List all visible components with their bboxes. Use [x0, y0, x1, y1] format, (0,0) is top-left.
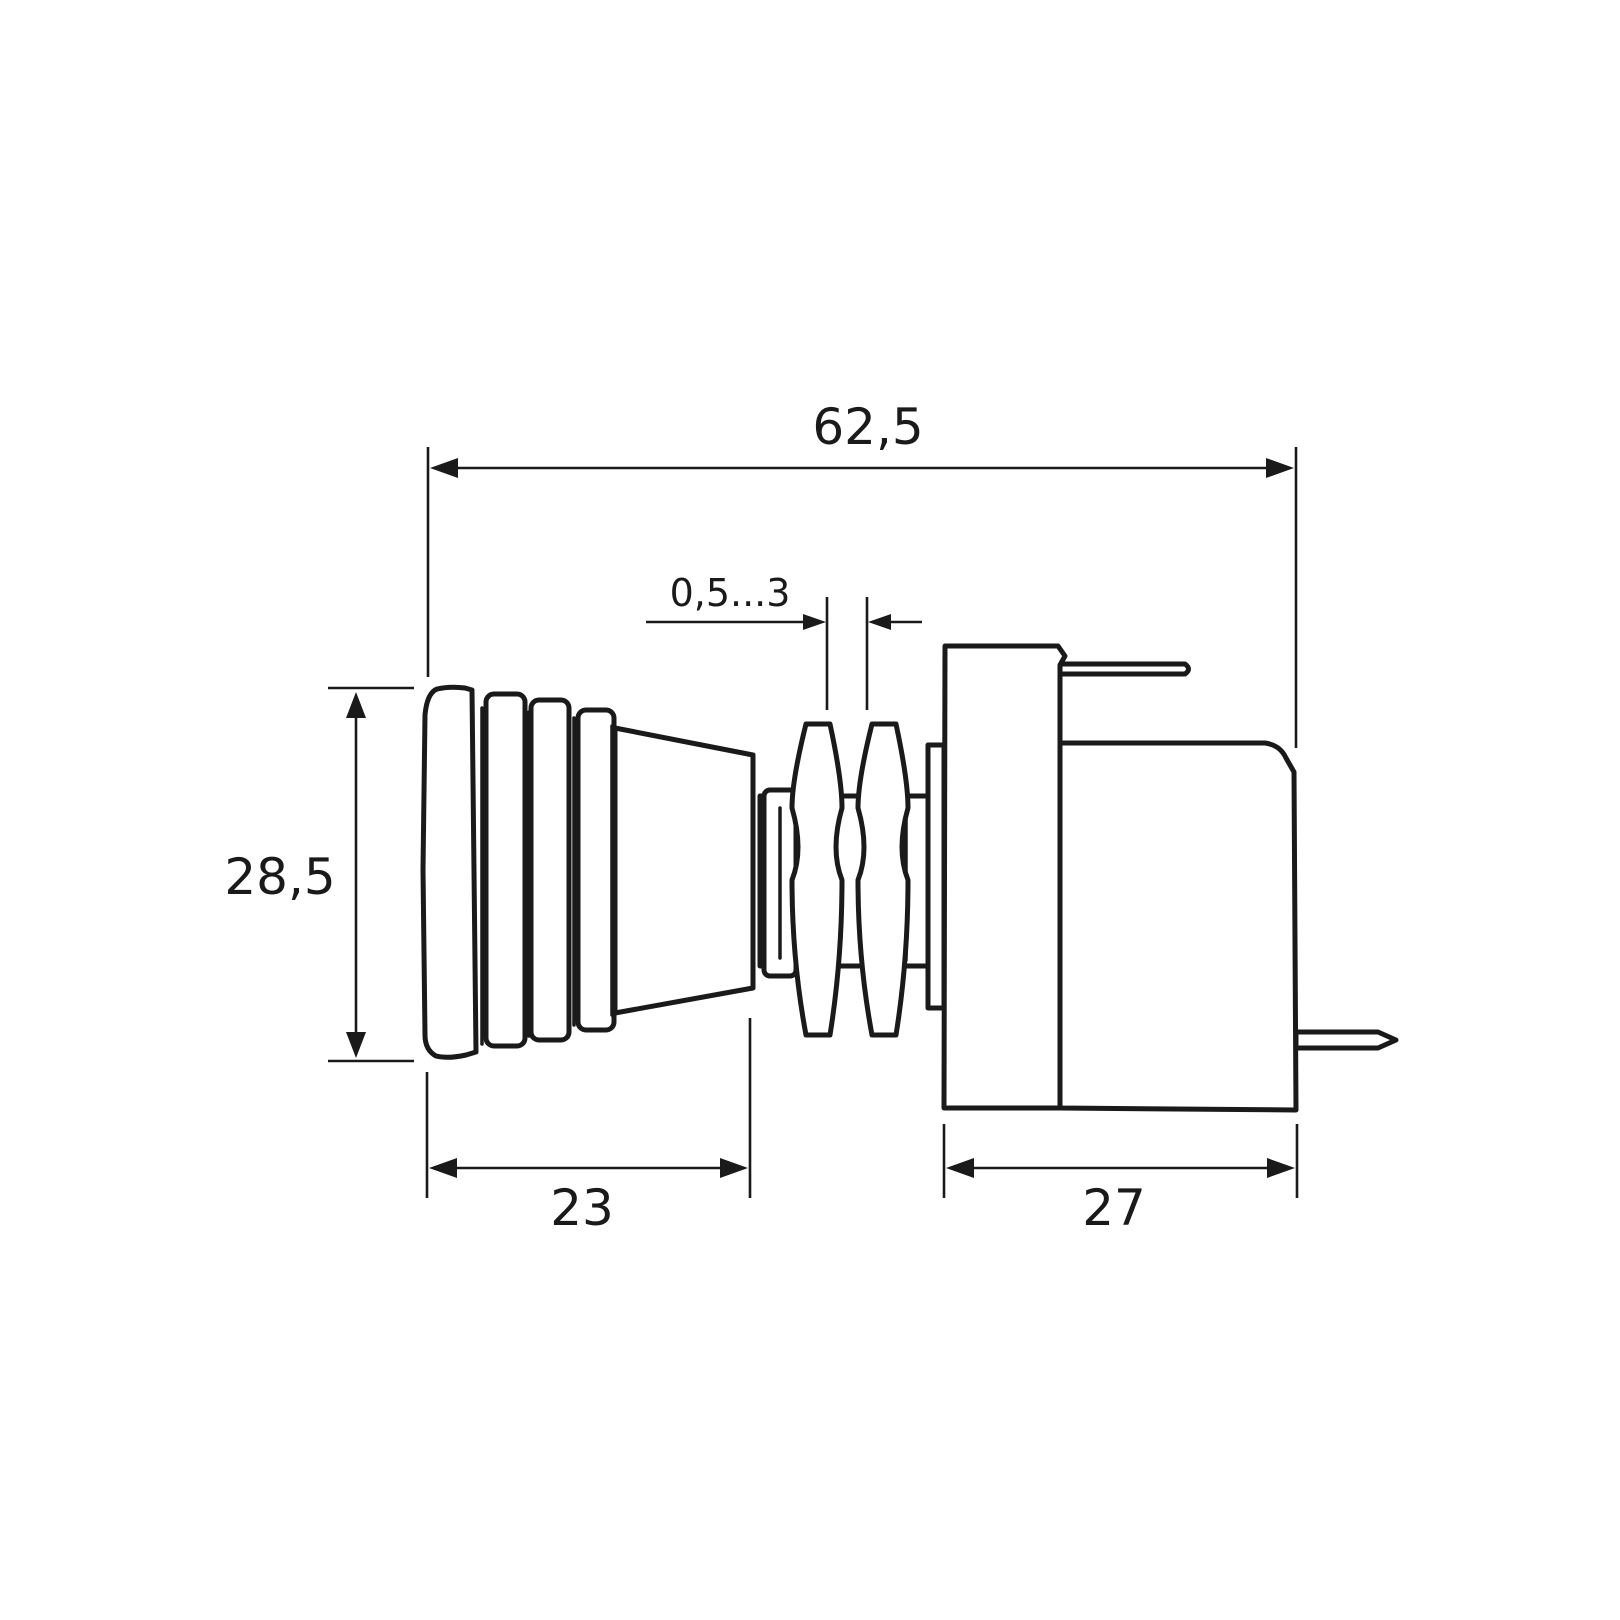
rib-2	[483, 691, 528, 1049]
height-label: 28,5	[224, 848, 335, 906]
height-arrowhead-bottom-icon	[346, 1032, 366, 1058]
dimension-front: 23	[425, 1018, 752, 1237]
height-arrowhead-top-icon	[346, 692, 366, 718]
front-head	[420, 684, 756, 1060]
nut-2	[855, 721, 911, 1038]
mounting-plate	[925, 742, 947, 1011]
panel-thickness-label: 0,5...3	[670, 571, 791, 615]
terminal-pin-bottom	[1293, 1029, 1399, 1051]
rear-block	[1057, 740, 1299, 1113]
front-length-label: 23	[550, 1179, 614, 1237]
rear-housing	[925, 643, 1399, 1113]
clamp-nuts	[789, 721, 911, 1038]
dimension-panel-thickness: 0,5...3	[646, 571, 922, 710]
rear-arrowhead-right-icon	[1267, 1158, 1295, 1178]
dimension-height: 28,5	[224, 686, 414, 1063]
tapered-collar	[612, 725, 756, 1016]
switch-body	[941, 643, 1068, 1111]
front-arrowhead-right-icon	[720, 1158, 748, 1178]
terminal-pin-top	[1057, 661, 1191, 677]
arrowhead-left-icon	[430, 458, 458, 478]
overall-length-label: 62,5	[812, 398, 923, 456]
rib-4	[575, 707, 617, 1033]
dimension-rear: 27	[942, 1124, 1299, 1237]
rear-arrowhead-left-icon	[946, 1158, 974, 1178]
front-cap	[420, 684, 479, 1060]
rib-3	[528, 697, 572, 1043]
front-arrowhead-left-icon	[429, 1158, 457, 1178]
rear-length-label: 27	[1082, 1179, 1146, 1237]
panel-arrowhead-left-icon	[803, 614, 826, 630]
panel-arrowhead-right-icon	[868, 614, 891, 630]
nut-1	[789, 721, 845, 1038]
dimension-overall: 62,5	[426, 398, 1298, 748]
arrowhead-right-icon	[1266, 458, 1294, 478]
